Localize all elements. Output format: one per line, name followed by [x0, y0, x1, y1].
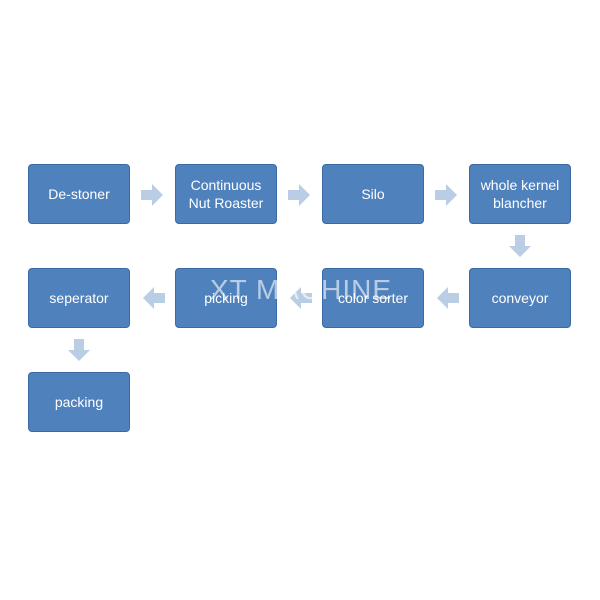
step-whole-kernel-blancher-label: whole kernel blancher: [480, 177, 560, 211]
step-continuous-nut-roaster-label: Continuous Nut Roaster: [188, 177, 264, 211]
step-silo: Silo: [322, 164, 424, 224]
step-seperator-label: seperator: [49, 290, 109, 306]
arrow-right-icon: [435, 184, 457, 206]
step-silo-label: Silo: [361, 186, 385, 202]
step-color-sorter: color sorter: [322, 268, 424, 328]
step-destoner-label: De-stoner: [48, 186, 110, 202]
step-continuous-nut-roaster: Continuous Nut Roaster: [175, 164, 277, 224]
step-packing-label: packing: [54, 394, 104, 410]
step-picking: picking: [175, 268, 277, 328]
step-packing: packing: [28, 372, 130, 432]
step-destoner: De-stoner: [28, 164, 130, 224]
step-picking-label: picking: [204, 290, 248, 306]
arrow-left-icon: [143, 287, 165, 309]
step-conveyor: conveyor: [469, 268, 571, 328]
arrow-down-icon: [68, 339, 90, 361]
arrow-right-icon: [141, 184, 163, 206]
step-color-sorter-label: color sorter: [337, 290, 409, 306]
step-whole-kernel-blancher: whole kernel blancher: [469, 164, 571, 224]
arrow-left-icon: [290, 287, 312, 309]
arrow-right-icon: [288, 184, 310, 206]
arrow-left-icon: [437, 287, 459, 309]
step-conveyor-label: conveyor: [491, 290, 549, 306]
arrow-down-icon: [509, 235, 531, 257]
step-seperator: seperator: [28, 268, 130, 328]
